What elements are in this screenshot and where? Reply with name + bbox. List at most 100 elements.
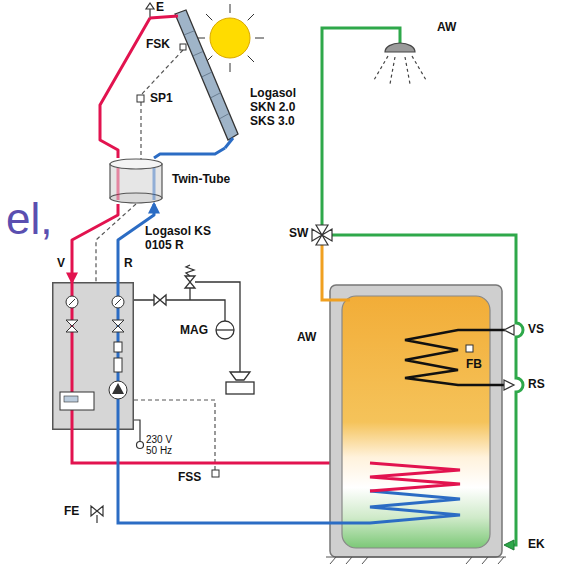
shower-head xyxy=(405,57,410,84)
collector-grid xyxy=(210,93,220,98)
twin-tube: Twin-Tube xyxy=(108,158,164,204)
storage-tank xyxy=(330,557,336,564)
sensor-wire xyxy=(141,50,183,95)
valve-label: SW xyxy=(289,226,308,240)
flow-pipe xyxy=(72,204,118,282)
collector-sensor xyxy=(180,44,186,50)
flow-label: R xyxy=(124,256,133,270)
sensor-wire xyxy=(134,400,215,470)
shower-head xyxy=(390,57,395,84)
sensor-wire xyxy=(140,102,141,160)
safety-group xyxy=(134,300,225,321)
hot-water-pipe xyxy=(322,244,350,300)
air-vent xyxy=(146,3,154,9)
vs-terminal xyxy=(504,325,514,335)
drain-valve xyxy=(91,506,103,516)
valve-label: FE xyxy=(64,504,79,518)
safety-group xyxy=(186,265,194,276)
drain-valve xyxy=(96,515,97,523)
flow-meter xyxy=(114,358,122,372)
flow-pipe xyxy=(150,16,178,18)
vent-label: E xyxy=(156,0,164,14)
safety-group xyxy=(185,276,195,288)
rs-terminal xyxy=(504,380,514,390)
cold-water-pipe xyxy=(332,235,523,545)
sun xyxy=(206,14,212,20)
collector-frame xyxy=(175,10,238,140)
collector-grid xyxy=(219,113,229,119)
storage-tank xyxy=(330,285,502,557)
pump xyxy=(112,383,124,394)
check-valve xyxy=(114,342,122,352)
solar-station-shape xyxy=(52,282,134,430)
power-plug xyxy=(134,420,140,441)
boiler-coil xyxy=(405,330,505,385)
safety-group xyxy=(216,329,234,330)
thermometer xyxy=(66,296,78,308)
controller xyxy=(60,392,94,410)
storage-tank xyxy=(482,557,488,564)
connection-label: EK xyxy=(528,537,545,551)
thermometer xyxy=(69,299,75,305)
sensor-label: FSS xyxy=(178,470,201,484)
safety-group xyxy=(230,372,250,380)
fss-sensor xyxy=(212,470,219,477)
flow-label: V xyxy=(57,256,65,270)
mixing-valve xyxy=(312,225,332,245)
shower-head xyxy=(385,43,415,52)
safety-group xyxy=(134,265,254,394)
slide-text: el, xyxy=(6,195,52,243)
sun xyxy=(248,14,254,20)
sun xyxy=(230,4,231,13)
storage-tank xyxy=(466,557,472,564)
safety-group xyxy=(226,382,254,394)
outlet-label: AW xyxy=(297,330,316,344)
sun xyxy=(255,38,264,39)
collector-grid xyxy=(184,31,195,35)
tube-end xyxy=(110,159,162,169)
connection-label: RS xyxy=(528,377,545,391)
collector-panel-shape xyxy=(150,8,240,148)
part-name: Logasol SKN 2.0 SKS 3.0 xyxy=(250,86,312,128)
shower-head xyxy=(374,43,426,84)
flow-pipe xyxy=(117,164,120,200)
collector-panel: Logasol SKN 2.0 SKS 3.0 xyxy=(150,8,240,148)
connection-label: VS xyxy=(528,322,544,336)
return-pipe xyxy=(153,164,156,200)
storage-tank xyxy=(346,557,352,564)
sensor-label: FB xyxy=(466,357,482,371)
solar-station: Logasol KS 0105 R xyxy=(52,282,134,430)
safety-group xyxy=(154,295,166,305)
safety-group xyxy=(189,288,190,300)
storage-tank xyxy=(498,557,504,564)
storage-tank xyxy=(326,557,506,558)
power-plug xyxy=(134,420,144,449)
mixed-water-pipe xyxy=(322,28,400,226)
outlet-label: AW xyxy=(437,20,456,34)
collector-grid xyxy=(193,51,204,56)
shower-head xyxy=(374,56,388,80)
return-pipe xyxy=(118,430,460,523)
storage-tank xyxy=(362,557,368,564)
flow-pipe xyxy=(100,18,150,158)
station-housing xyxy=(53,283,134,430)
thermometer xyxy=(112,296,124,308)
mixing-valve xyxy=(312,225,332,245)
power-label: 230 V 50 Hz xyxy=(146,434,186,456)
air-vent xyxy=(146,3,154,18)
thermometer xyxy=(115,299,121,305)
controller xyxy=(64,396,78,402)
sensor-label: FSK xyxy=(146,37,170,51)
power-plug xyxy=(137,442,144,449)
storage-tank xyxy=(326,557,506,564)
shower-head xyxy=(412,56,426,80)
twin-tube-shape xyxy=(108,158,164,204)
vessel-label: MAG xyxy=(180,323,208,337)
return-pipe xyxy=(225,138,233,148)
sun xyxy=(210,18,250,58)
sensor-label: SP1 xyxy=(150,91,173,105)
ball-valve xyxy=(112,320,124,332)
sun xyxy=(230,63,231,72)
